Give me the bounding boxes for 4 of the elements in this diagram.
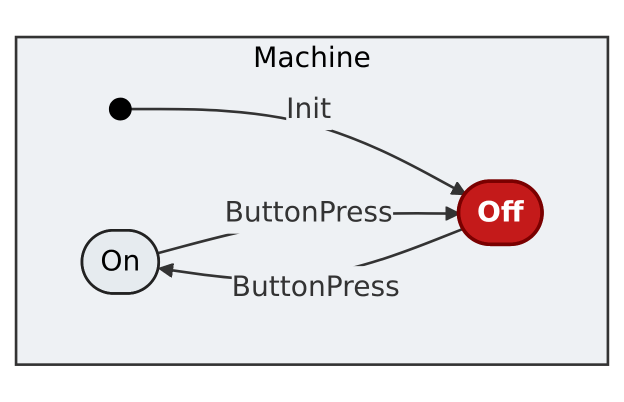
edge-label: ButtonPress: [232, 270, 400, 304]
node-circle: [108, 98, 132, 121]
edge-label: Init: [286, 92, 332, 126]
edge-label: ButtonPress: [224, 195, 393, 229]
